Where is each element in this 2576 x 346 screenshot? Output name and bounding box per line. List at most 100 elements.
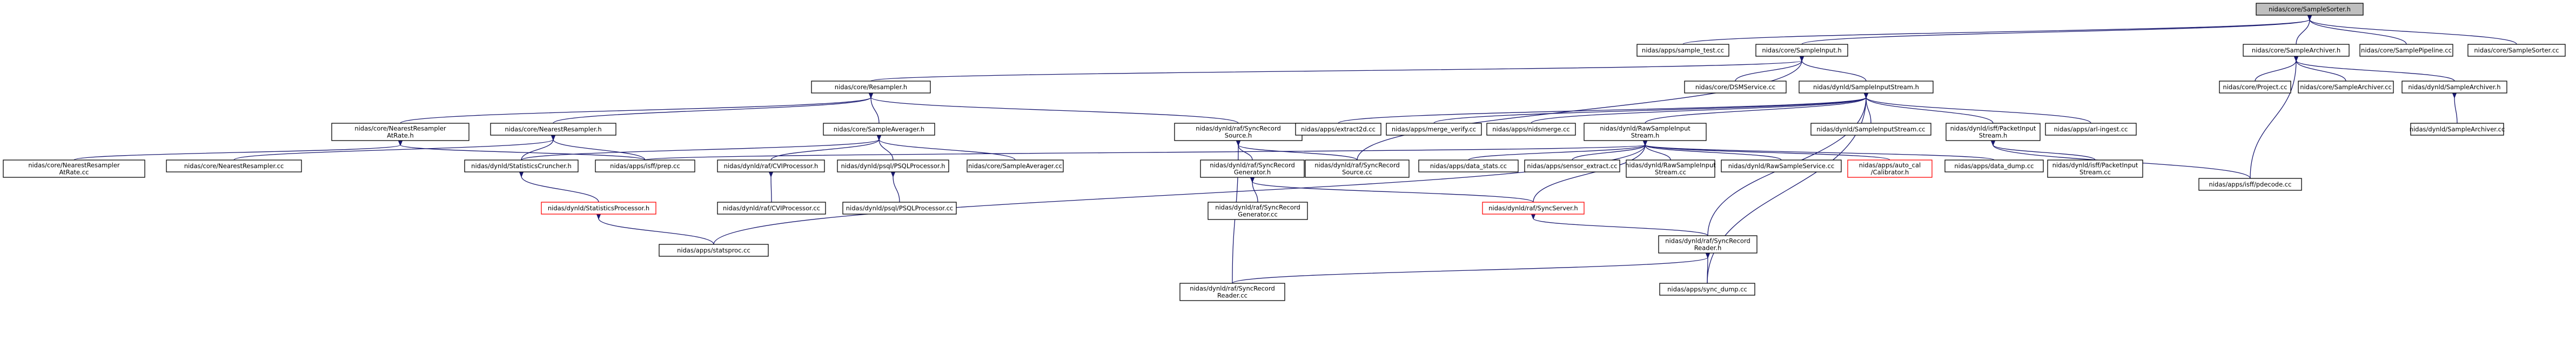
file-node[interactable]: nidas/core/SampleArchiver.h (2243, 44, 2350, 57)
file-node-box[interactable] (717, 159, 825, 172)
file-node[interactable]: nidas/core/DSMService.cc (1684, 81, 1787, 94)
file-node[interactable]: nidas/apps/isff/pdecode.cc (2198, 178, 2302, 191)
file-node-box[interactable] (837, 159, 949, 172)
file-node-box[interactable] (1524, 159, 1620, 172)
file-node[interactable]: nidas/dynld/raf/CVIProcessor.cc (717, 202, 826, 215)
file-node[interactable]: nidas/core/NearestResampler.h (490, 123, 616, 136)
file-node-box[interactable] (1295, 123, 1381, 136)
file-node[interactable]: nidas/apps/nidsmerge.cc (1486, 123, 1576, 136)
file-node-box[interactable] (1684, 81, 1787, 94)
file-node[interactable]: nidas/apps/auto_cal/Calibrator.h (1847, 159, 1933, 178)
file-node-box[interactable] (1636, 44, 1729, 57)
file-node[interactable]: nidas/dynld/SampleArchiver.h (2401, 81, 2507, 94)
file-node[interactable]: nidas/core/NearestResampler.cc (166, 159, 302, 172)
file-node-box[interactable] (811, 81, 931, 94)
file-node-box[interactable] (1386, 123, 1482, 136)
file-node[interactable]: nidas/dynld/StatisticsCruncher.h (464, 159, 579, 172)
file-node-box[interactable] (490, 123, 616, 136)
file-node[interactable]: nidas/apps/arl-ingest.cc (2045, 123, 2137, 136)
file-node-box[interactable] (1847, 159, 1933, 178)
file-node-box[interactable] (1658, 235, 1757, 254)
file-node-box[interactable] (2219, 81, 2291, 94)
file-node-box[interactable] (1584, 123, 1707, 141)
file-node-box[interactable] (967, 159, 1064, 172)
file-node-box[interactable] (2256, 3, 2364, 16)
file-node[interactable]: nidas/dynld/psql/PSQLProcessor.h (837, 159, 949, 172)
file-node[interactable]: nidas/apps/sync_dump.cc (1659, 283, 1755, 296)
file-node[interactable]: nidas/dynld/StatisticsProcessor.h (541, 202, 656, 215)
file-node-box[interactable] (2410, 123, 2504, 136)
file-node[interactable]: nidas/dynld/raf/CVIProcessor.h (717, 159, 825, 172)
file-node-box[interactable] (1208, 202, 1308, 220)
file-node[interactable]: nidas/apps/merge_verify.cc (1386, 123, 1482, 136)
file-node-box[interactable] (1755, 44, 1848, 57)
file-node-box[interactable] (2359, 44, 2453, 57)
file-node[interactable]: nidas/core/SampleArchiver.cc (2298, 81, 2394, 94)
file-node-box[interactable] (1486, 123, 1576, 136)
file-node-box[interactable] (1810, 123, 1931, 136)
file-node-box[interactable] (2243, 44, 2350, 57)
file-node-box[interactable] (1799, 81, 1934, 94)
file-node-box[interactable] (1418, 159, 1519, 172)
file-node-box[interactable] (1305, 159, 1410, 178)
file-node-box[interactable] (659, 244, 769, 257)
file-node[interactable]: nidas/core/SampleSorter.cc (2467, 44, 2566, 57)
file-node[interactable]: nidas/dynld/raf/SyncServer.h (1482, 202, 1585, 215)
file-node[interactable]: nidas/core/SampleInput.h (1755, 44, 1848, 57)
file-node[interactable]: nidas/apps/extract2d.cc (1295, 123, 1381, 136)
file-node-box[interactable] (842, 202, 957, 215)
file-node[interactable]: nidas/apps/isff/prep.cc (595, 159, 695, 172)
file-node-box[interactable] (717, 202, 826, 215)
file-node[interactable]: nidas/core/SampleAverager.h (823, 123, 935, 136)
file-node-box[interactable] (1482, 202, 1585, 215)
file-node-box[interactable] (1174, 123, 1303, 141)
file-node[interactable]: nidas/core/SampleSorter.h (2256, 3, 2364, 16)
file-node[interactable]: nidas/dynld/SampleInputStream.h (1799, 81, 1934, 94)
file-node-box[interactable] (1200, 159, 1305, 178)
file-node-box[interactable] (1626, 159, 1715, 178)
file-node-box[interactable] (1944, 159, 2044, 172)
file-node-box[interactable] (2467, 44, 2566, 57)
file-node-box[interactable] (464, 159, 579, 172)
file-node[interactable]: nidas/core/Project.cc (2219, 81, 2291, 94)
file-node-box[interactable] (3, 159, 145, 178)
file-node[interactable]: nidas/dynld/SampleArchiver.cc (2410, 123, 2505, 136)
file-node[interactable]: nidas/apps/data_dump.cc (1944, 159, 2044, 172)
file-node[interactable]: nidas/core/SampleAverager.cc (967, 159, 1064, 172)
file-node-box[interactable] (1721, 159, 1842, 172)
file-node[interactable]: nidas/dynld/RawSampleService.cc (1721, 159, 1842, 172)
file-node-box[interactable] (541, 202, 656, 215)
file-node-box[interactable] (595, 159, 695, 172)
file-node[interactable]: nidas/dynld/psql/PSQLProcessor.cc (842, 202, 957, 215)
file-node[interactable]: nidas/apps/sample_test.cc (1636, 44, 1729, 57)
file-node[interactable]: nidas/core/SamplePipeline.cc (2359, 44, 2453, 57)
file-node[interactable]: nidas/core/Resampler.h (811, 81, 931, 94)
file-node-box[interactable] (2047, 159, 2143, 178)
file-node-box[interactable] (2298, 81, 2394, 94)
file-node-box[interactable] (823, 123, 935, 136)
file-node-box[interactable] (1946, 123, 2041, 141)
file-node-box[interactable] (2198, 178, 2302, 191)
file-node[interactable]: nidas/apps/data_stats.cc (1418, 159, 1519, 172)
file-node-box[interactable] (2045, 123, 2137, 136)
file-node-box[interactable] (1659, 283, 1755, 296)
file-node[interactable]: nidas/apps/statsproc.cc (659, 244, 769, 257)
file-node-box[interactable] (1179, 283, 1285, 301)
file-node-box[interactable] (331, 123, 469, 141)
file-node[interactable]: nidas/dynld/SampleInputStream.cc (1810, 123, 1931, 136)
file-node-box[interactable] (166, 159, 302, 172)
file-node[interactable]: nidas/apps/sensor_extract.cc (1524, 159, 1620, 172)
file-node-box[interactable] (2401, 81, 2507, 94)
